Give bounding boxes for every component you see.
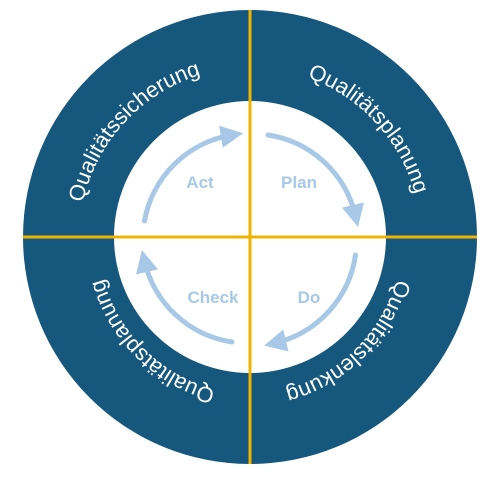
do-arrow-icon	[264, 252, 358, 352]
plan-label: Plan	[281, 173, 317, 192]
do-label: Do	[298, 288, 321, 307]
plan-arrow-icon	[265, 132, 364, 227]
act-arrow-icon	[142, 125, 244, 224]
check-label: Check	[187, 288, 239, 307]
check-arrow-icon	[136, 250, 235, 345]
act-label: Act	[186, 173, 214, 192]
